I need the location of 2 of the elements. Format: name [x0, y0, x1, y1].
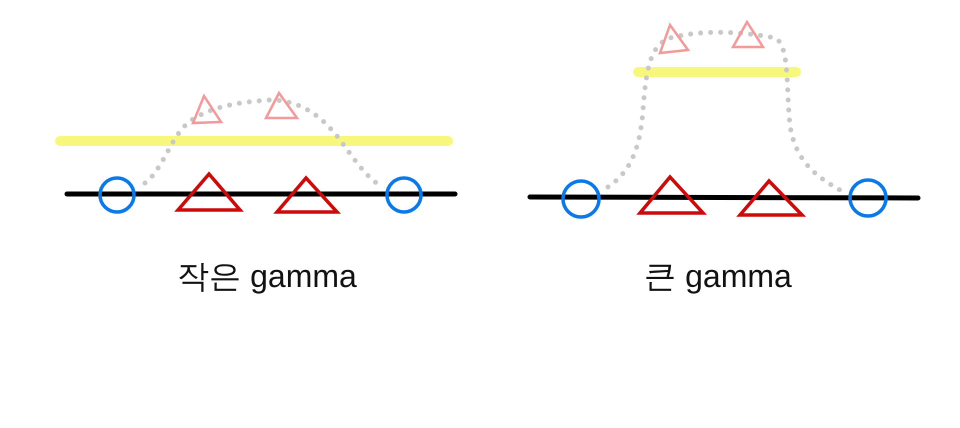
panel-label: 큰 gamma [644, 258, 792, 295]
panel-label: 작은 gamma [177, 258, 357, 295]
